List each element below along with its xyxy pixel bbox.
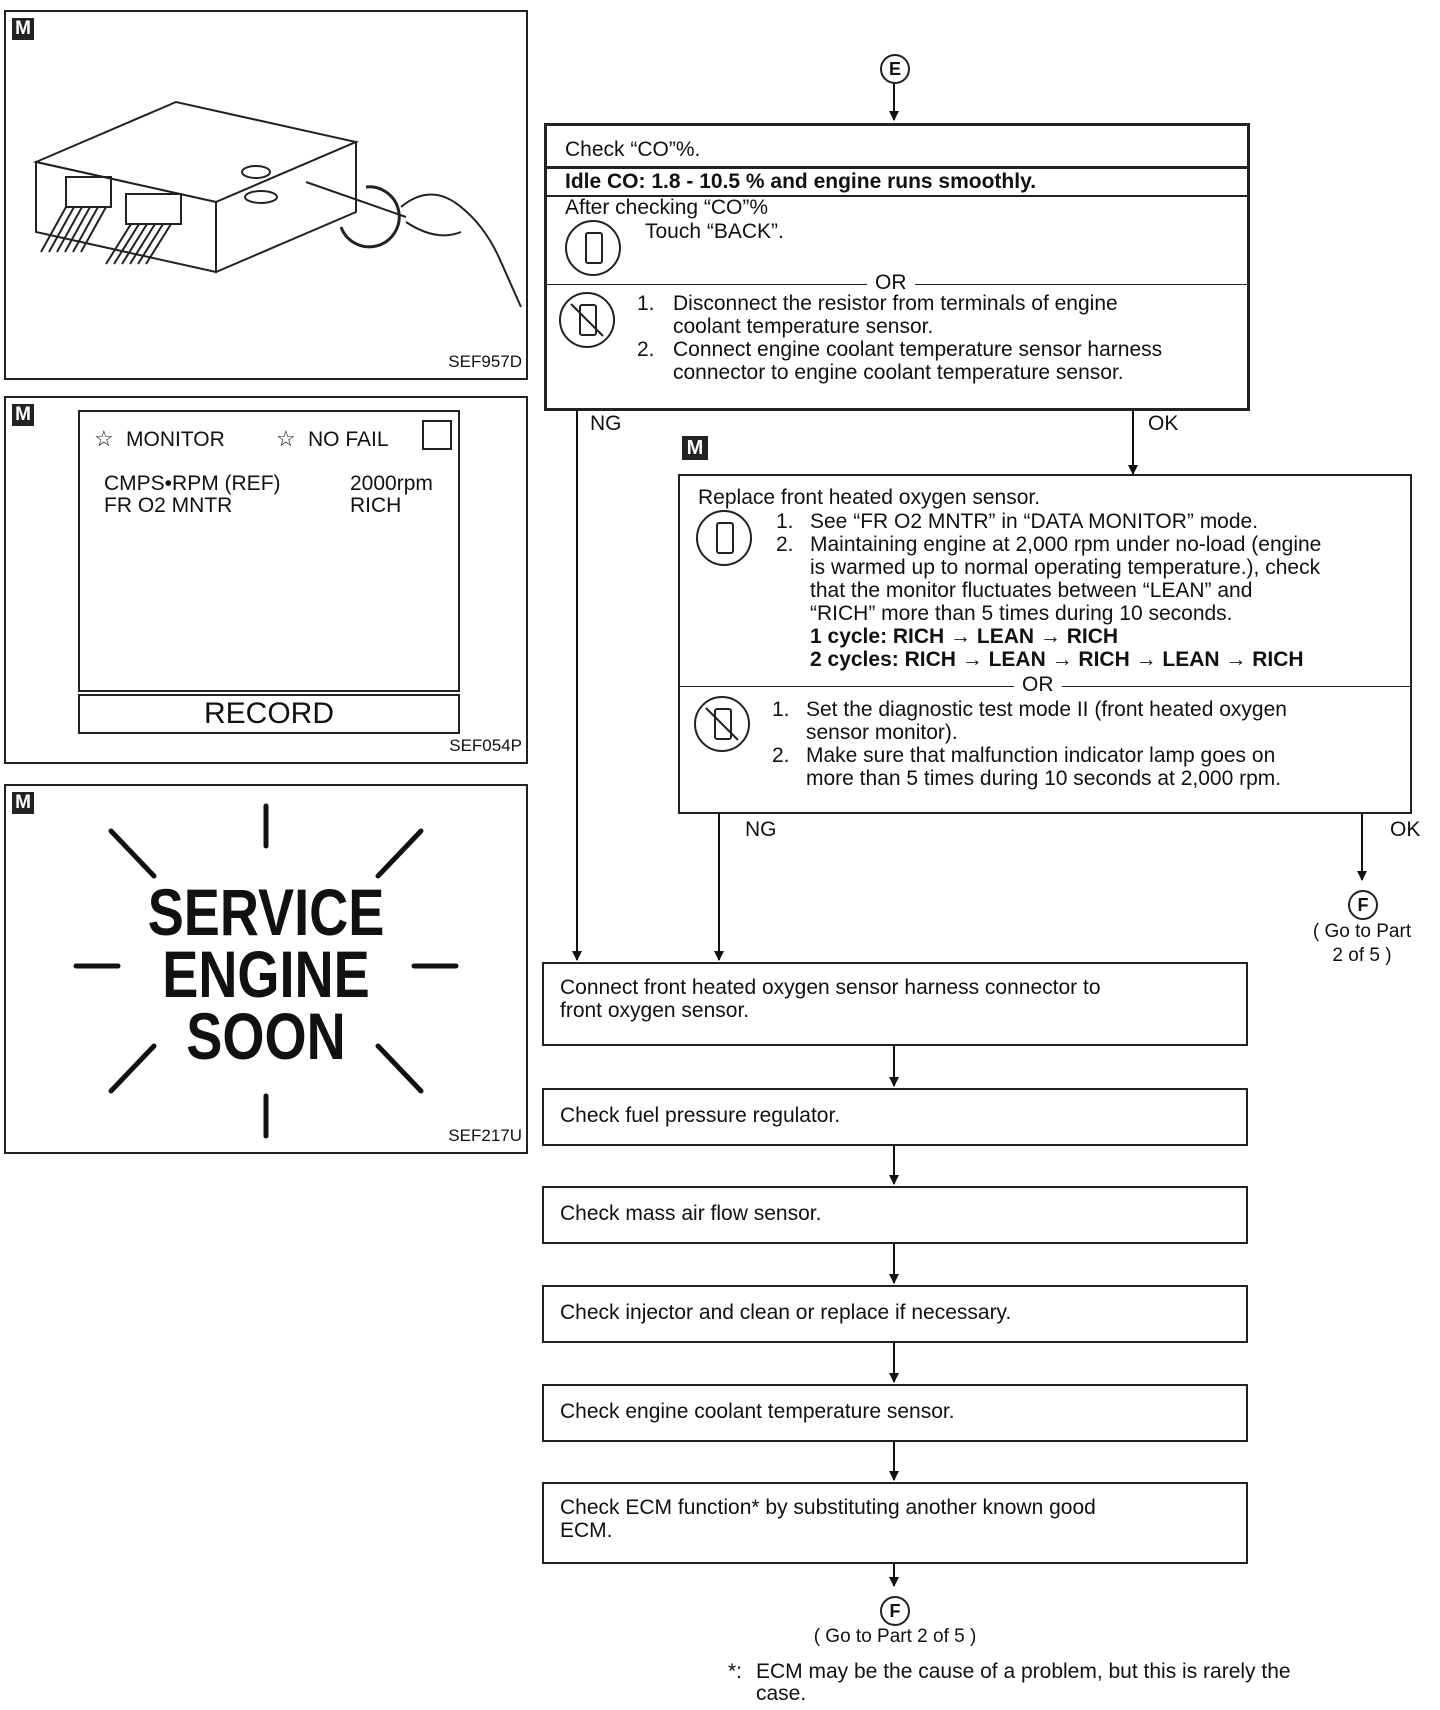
warning-line: ENGINE bbox=[162, 937, 370, 1011]
step-text: sensor monitor). bbox=[806, 721, 958, 744]
no-fail-label: NO FAIL bbox=[308, 428, 389, 451]
spec-row: Idle CO: 1.8 - 10.5 % and engine runs sm… bbox=[547, 166, 1247, 197]
step-text: coolant temperature sensor. bbox=[673, 315, 934, 338]
step-text: Connect engine coolant temperature senso… bbox=[673, 338, 1163, 361]
star-icon: ☆ bbox=[276, 426, 296, 451]
monitor-item-name: CMPS•RPM (REF) bbox=[104, 472, 281, 495]
step-text: that the monitor fluctuates between “LEA… bbox=[810, 579, 1253, 602]
cycle-text: 1 cycle: RICH → LEAN → RICH bbox=[810, 625, 1119, 648]
figure-ref: SEF054P bbox=[449, 736, 522, 755]
goto-line: ( Go to Part bbox=[1312, 921, 1412, 942]
connector-e: E bbox=[880, 54, 910, 84]
step-number: 1. bbox=[776, 510, 794, 533]
footnote-text: ECM may be the cause of a problem, but t… bbox=[756, 1660, 1291, 1683]
monitor-label: MONITOR bbox=[126, 428, 225, 451]
connector-f: F bbox=[1348, 890, 1378, 920]
figure-ref: SEF217U bbox=[448, 1126, 522, 1145]
step-number: 2. bbox=[772, 744, 790, 767]
step-text: is warmed up to normal operating tempera… bbox=[810, 556, 1321, 579]
check-co-box: Check “CO”%. Idle CO: 1.8 - 10.5 % and e… bbox=[544, 123, 1250, 411]
service-engine-soon-panel: M SERVICE ENGINE SOON SEF217U bbox=[4, 784, 528, 1154]
cycle-text: 2 cycles: RICH → LEAN → RICH → LEAN → RI… bbox=[810, 648, 1304, 671]
m-badge: M bbox=[12, 792, 34, 814]
step-text: After checking “CO”% bbox=[565, 196, 769, 219]
ok-label: OK bbox=[1390, 818, 1421, 841]
m-badge: M bbox=[12, 18, 34, 40]
step-box: Check injector and clean or replace if n… bbox=[542, 1285, 1248, 1343]
connector-f: F bbox=[880, 1596, 910, 1626]
step-text: Check mass air flow sensor. bbox=[560, 1202, 822, 1225]
step-text: Set the diagnostic test mode II (front h… bbox=[806, 698, 1287, 721]
replace-sensor-box: Replace front heated oxygen sensor. 1. S… bbox=[678, 474, 1412, 814]
checkbox[interactable] bbox=[422, 420, 452, 450]
star-icon: ☆ bbox=[94, 426, 114, 451]
step-text: more than 5 times during 10 seconds at 2… bbox=[806, 767, 1282, 790]
step-text: Disconnect the resistor from terminals o… bbox=[673, 292, 1118, 315]
no-tool-icon bbox=[694, 696, 750, 752]
warning-text: SERVICE ENGINE SOON bbox=[53, 875, 479, 1073]
step-text: Check “CO”%. bbox=[565, 138, 701, 161]
step-text: Check ECM function* by substituting anot… bbox=[560, 1496, 1096, 1519]
warning-line: SOON bbox=[186, 999, 346, 1073]
flash-rays-icon bbox=[73, 803, 459, 1139]
figure-ref: SEF957D bbox=[448, 352, 522, 371]
monitor-screen-panel: M ☆ MONITOR ☆ NO FAIL CMPS•RPM (REF) 200… bbox=[4, 396, 528, 764]
ecm-screwdriver-illustration bbox=[32, 100, 522, 308]
step-box: Check fuel pressure regulator. bbox=[542, 1088, 1248, 1146]
step-text: Make sure that malfunction indicator lam… bbox=[806, 744, 1276, 767]
step-text: Check injector and clean or replace if n… bbox=[560, 1301, 1012, 1324]
step-text: See “FR O2 MNTR” in “DATA MONITOR” mode. bbox=[810, 510, 1259, 533]
step-number: 1. bbox=[772, 698, 790, 721]
step-box: Connect front heated oxygen sensor harne… bbox=[542, 962, 1248, 1046]
goto-line: 2 of 5 ) bbox=[1332, 945, 1392, 966]
step-number: 2. bbox=[637, 338, 655, 361]
footnote-mark: *: bbox=[728, 1660, 743, 1683]
step-text: front oxygen sensor. bbox=[560, 999, 750, 1022]
footnote-text: case. bbox=[756, 1682, 807, 1705]
or-label: OR bbox=[867, 271, 915, 294]
ng-label: NG bbox=[745, 818, 777, 841]
consult-tool-icon bbox=[696, 510, 752, 566]
step-box: Check mass air flow sensor. bbox=[542, 1186, 1248, 1244]
m-badge: M bbox=[682, 436, 708, 460]
monitor-item-value: 2000rpm bbox=[350, 472, 433, 495]
step-number: 1. bbox=[637, 292, 655, 315]
step-text: Touch “BACK”. bbox=[645, 220, 784, 243]
step-text: Connect front heated oxygen sensor harne… bbox=[560, 976, 1101, 999]
monitor-item-value: RICH bbox=[350, 494, 402, 517]
step-text: connector to engine coolant temperature … bbox=[673, 361, 1124, 384]
step-text: ECM. bbox=[560, 1519, 613, 1542]
record-button[interactable]: RECORD bbox=[78, 694, 460, 734]
ng-label: NG bbox=[590, 412, 622, 435]
m-badge: M bbox=[12, 404, 34, 426]
monitor-screen: ☆ MONITOR ☆ NO FAIL CMPS•RPM (REF) 2000r… bbox=[78, 410, 460, 692]
step-text: “RICH” more than 5 times during 10 secon… bbox=[810, 602, 1233, 625]
step-text: Replace front heated oxygen sensor. bbox=[698, 486, 1041, 509]
goto-label: ( Go to Part 2 of 5 ) bbox=[813, 1626, 977, 1647]
step-text: Maintaining engine at 2,000 rpm under no… bbox=[810, 533, 1322, 556]
spec-text: Idle CO: 1.8 - 10.5 % and engine runs sm… bbox=[565, 170, 1037, 193]
step-text: Check fuel pressure regulator. bbox=[560, 1104, 841, 1127]
no-tool-icon bbox=[559, 292, 615, 348]
step-box: Check ECM function* by substituting anot… bbox=[542, 1482, 1248, 1564]
consult-tool-icon bbox=[565, 220, 621, 276]
step-box: Check engine coolant temperature sensor. bbox=[542, 1384, 1248, 1442]
monitor-item-name: FR O2 MNTR bbox=[104, 494, 233, 517]
ecm-illustration-panel: M SEF957D bbox=[4, 10, 528, 380]
warning-line: SERVICE bbox=[147, 875, 385, 949]
step-text: Check engine coolant temperature sensor. bbox=[560, 1400, 955, 1423]
step-number: 2. bbox=[776, 533, 794, 556]
ok-label: OK bbox=[1148, 412, 1179, 435]
or-label: OR bbox=[1014, 673, 1062, 696]
goto-label: ( Go to Part 2 of 5 ) bbox=[1300, 920, 1424, 968]
